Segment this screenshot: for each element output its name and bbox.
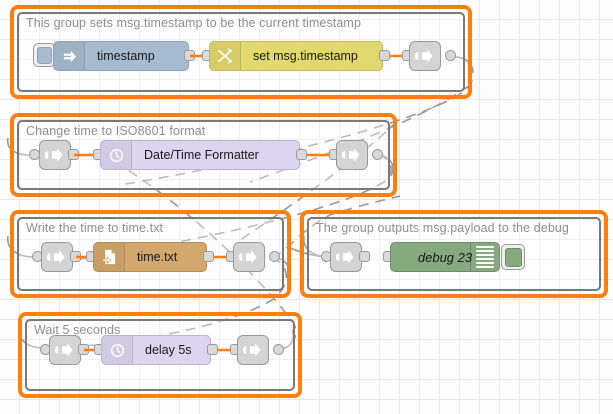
- node-label: debug 23: [417, 249, 473, 265]
- group-title: Change time to ISO8601 format: [26, 124, 206, 138]
- inject-button[interactable]: [33, 43, 55, 67]
- output-port[interactable]: [379, 50, 390, 61]
- inject-arrow-icon: [54, 42, 85, 70]
- output-port[interactable]: [70, 251, 81, 262]
- node-datetime-formatter[interactable]: Date/Time Formatter: [100, 140, 300, 170]
- output-port[interactable]: [273, 344, 284, 355]
- output-port[interactable]: [203, 251, 214, 262]
- node-label: time.txt: [137, 250, 178, 264]
- output-port[interactable]: [445, 50, 456, 61]
- output-port[interactable]: [359, 251, 370, 262]
- output-port[interactable]: [269, 251, 280, 262]
- shuffle-icon: [210, 42, 241, 70]
- node-change-set-timestamp[interactable]: set msg.timestamp: [209, 41, 383, 71]
- clock-icon: [102, 336, 133, 364]
- group-title: The group outputs msg.payload to the deb…: [316, 221, 569, 235]
- clock-icon: [101, 141, 132, 169]
- node-link-in-5[interactable]: [49, 335, 81, 365]
- node-link-out-3[interactable]: [233, 242, 265, 272]
- node-link-out-5[interactable]: [237, 335, 269, 365]
- output-port[interactable]: [68, 149, 79, 160]
- node-label: delay 5s: [145, 343, 192, 357]
- node-label: set msg.timestamp: [253, 49, 358, 63]
- node-link-out-1[interactable]: [409, 41, 441, 71]
- node-delay-5s[interactable]: delay 5s: [101, 335, 211, 365]
- output-port[interactable]: [78, 344, 89, 355]
- group-title: Write the time to time.txt: [26, 221, 164, 235]
- node-inject-timestamp[interactable]: timestamp: [53, 41, 189, 71]
- group-title: This group sets msg.timestamp to be the …: [26, 16, 361, 30]
- output-port[interactable]: [372, 149, 383, 160]
- inject-button-indicator: [36, 46, 52, 64]
- debug-node-divider: [470, 243, 471, 271]
- node-link-out-2[interactable]: [336, 140, 368, 170]
- node-label: timestamp: [97, 49, 155, 63]
- debug-toggle-indicator: [504, 247, 522, 267]
- group-title: Wait 5 seconds: [34, 323, 121, 337]
- debug-stripes-icon: [476, 246, 494, 268]
- output-port[interactable]: [184, 50, 195, 61]
- output-port[interactable]: [207, 344, 218, 355]
- node-file-time-txt[interactable]: time.txt: [93, 242, 207, 272]
- node-label: Date/Time Formatter: [144, 148, 259, 162]
- file-out-icon: [94, 243, 125, 271]
- debug-toggle-button[interactable]: [501, 244, 525, 270]
- node-link-in-4[interactable]: [330, 242, 362, 272]
- node-link-in-3[interactable]: [41, 242, 73, 272]
- node-link-in-2[interactable]: [39, 140, 71, 170]
- output-port[interactable]: [296, 149, 307, 160]
